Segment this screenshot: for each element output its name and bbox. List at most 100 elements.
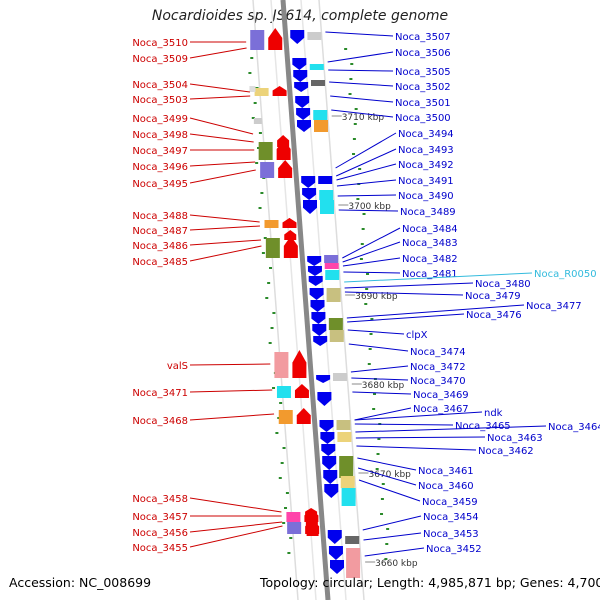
gene-label-left: Noca_3468 bbox=[132, 416, 188, 427]
gene-leader-line bbox=[342, 241, 401, 263]
plus-strand-gene bbox=[277, 135, 290, 147]
gene-leader-line bbox=[350, 365, 409, 373]
gene-leader-line bbox=[189, 225, 260, 231]
gene-leader-line bbox=[189, 47, 247, 59]
gene-leader-line bbox=[358, 479, 421, 502]
gene-end-marker bbox=[384, 558, 388, 560]
gene-function-box bbox=[329, 330, 344, 342]
gene-end-marker bbox=[381, 483, 385, 485]
gene-end-marker bbox=[344, 48, 348, 50]
gene-label-right: Noca_3483 bbox=[402, 238, 458, 249]
gene-end-marker bbox=[289, 537, 293, 539]
gene-label-left: Noca_3457 bbox=[132, 512, 188, 523]
gene-leader-line bbox=[331, 109, 394, 118]
gene-leader-line bbox=[329, 81, 394, 87]
gene-end-marker bbox=[353, 123, 357, 125]
gene-label-right: Noca_3467 bbox=[413, 404, 469, 415]
gene-function-box bbox=[250, 30, 265, 50]
gene-leader-line bbox=[342, 227, 401, 259]
gene-leader-line bbox=[364, 547, 425, 557]
gene-end-marker bbox=[270, 327, 274, 329]
gene-label-right: Noca_3463 bbox=[487, 433, 543, 444]
gene-end-marker bbox=[260, 192, 264, 194]
gene-end-marker bbox=[356, 198, 360, 200]
minus-strand-gene bbox=[296, 108, 311, 120]
gene-leader-line bbox=[338, 209, 399, 212]
gene-end-marker bbox=[287, 552, 291, 554]
gene-leader-line bbox=[347, 313, 465, 323]
gene-label-right: Noca_3476 bbox=[466, 310, 522, 321]
gene-label-right: Noca_3472 bbox=[410, 362, 466, 373]
gene-label-left: Noca_3458 bbox=[132, 494, 188, 505]
gene-end-marker bbox=[380, 513, 384, 515]
gene-function-box bbox=[324, 255, 339, 263]
gene-end-marker bbox=[377, 438, 381, 440]
gene-end-marker bbox=[269, 267, 273, 269]
plus-strand-gene bbox=[278, 160, 293, 178]
gene-end-marker bbox=[369, 333, 373, 335]
genome-summary: Topology: circular; Length: 4,985,871 bp… bbox=[260, 575, 600, 590]
gene-leader-line bbox=[189, 521, 283, 533]
gene-leader-line bbox=[189, 161, 256, 167]
gene-function-box bbox=[264, 220, 279, 228]
minus-strand-gene bbox=[322, 456, 337, 470]
minus-strand-gene bbox=[323, 470, 338, 484]
gene-function-box bbox=[340, 476, 355, 488]
gene-function-box bbox=[258, 142, 273, 160]
gene-leader-line bbox=[363, 532, 422, 541]
gene-label-left: Noca_3509 bbox=[132, 54, 188, 65]
gene-end-marker bbox=[250, 57, 254, 59]
minus-strand-gene bbox=[297, 120, 311, 132]
gene-leader-line bbox=[189, 95, 251, 100]
gene-label-right: Noca_3480 bbox=[475, 279, 531, 290]
gene-end-marker bbox=[372, 408, 376, 410]
gene-leader-line bbox=[355, 425, 547, 433]
gene-leader-line bbox=[357, 457, 417, 471]
gene-label-right: Noca_3484 bbox=[402, 224, 458, 235]
gene-leader-line bbox=[189, 363, 271, 366]
gene-leader-line bbox=[327, 51, 394, 63]
gene-label-right: Noca_3460 bbox=[418, 481, 474, 492]
minus-strand-gene bbox=[324, 484, 339, 498]
plus-strand-gene bbox=[283, 218, 296, 228]
plus-strand-gene bbox=[285, 240, 297, 252]
gene-end-marker bbox=[258, 132, 262, 134]
gene-label-right: Noca_3474 bbox=[410, 347, 466, 358]
gene-function-box bbox=[287, 522, 302, 534]
plus-strand-gene bbox=[306, 528, 319, 536]
minus-strand-gene bbox=[307, 256, 322, 266]
minus-strand-gene bbox=[327, 530, 342, 544]
gene-label-right: clpX bbox=[406, 330, 428, 341]
gene-leader-line bbox=[189, 413, 275, 421]
gene-end-marker bbox=[376, 453, 380, 455]
map-title: Nocardioides sp. JS614, complete genome bbox=[151, 8, 449, 24]
kbp-tick-label: 3710 kbp bbox=[342, 113, 385, 123]
gene-leader-line bbox=[336, 163, 397, 181]
gene-end-marker bbox=[368, 348, 372, 350]
gene-function-box bbox=[332, 373, 347, 381]
gene-leader-line bbox=[335, 148, 397, 177]
gene-end-marker bbox=[275, 432, 279, 434]
gene-leader-line bbox=[337, 194, 397, 197]
gene-label-right: Noca_3452 bbox=[426, 544, 482, 555]
gene-function-box bbox=[309, 64, 324, 70]
plus-strand-gene bbox=[278, 148, 291, 160]
gene-function-box bbox=[339, 456, 354, 478]
gene-label-right: Noca_3494 bbox=[398, 129, 454, 140]
gene-label-right: Noca_3507 bbox=[395, 32, 451, 43]
gene-leader-line bbox=[189, 239, 262, 246]
gene-function-box bbox=[336, 420, 351, 430]
plus-strand-gene bbox=[305, 508, 318, 516]
gene-function-box bbox=[265, 238, 280, 258]
gene-label-right: Noca_3501 bbox=[395, 98, 451, 109]
minus-strand-gene bbox=[294, 82, 309, 92]
gene-leader-line bbox=[344, 272, 533, 283]
gene-end-marker bbox=[258, 207, 262, 209]
gene-end-marker bbox=[348, 93, 352, 95]
gene-end-marker bbox=[279, 402, 283, 404]
gene-function-box bbox=[253, 118, 262, 124]
gene-label-right: Noca_3505 bbox=[395, 67, 451, 78]
gene-leader-line bbox=[362, 515, 422, 531]
gene-function-box bbox=[278, 410, 293, 424]
